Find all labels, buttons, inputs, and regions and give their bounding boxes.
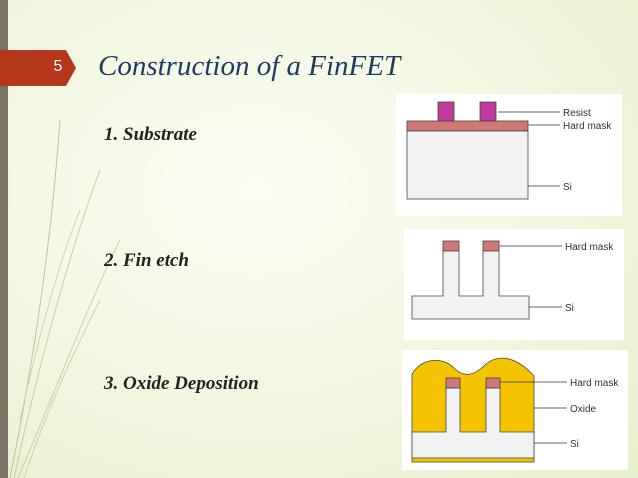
figure-fin-etch: Hard mask Si	[404, 229, 624, 340]
slide-title: Construction of a FinFET	[98, 50, 401, 82]
label-si: Si	[563, 182, 572, 193]
label-hard-mask: Hard mask	[563, 121, 612, 132]
silicon-substrate	[406, 130, 529, 200]
silicon-fins	[411, 387, 535, 459]
silicon-fins	[411, 250, 530, 320]
step-substrate: 1. Substrate	[104, 124, 197, 145]
left-accent-bar	[0, 0, 8, 478]
step-fin-etch: 2. Fin etch	[104, 250, 189, 271]
hard-mask-right	[485, 377, 501, 389]
hard-mask-layer	[406, 120, 529, 132]
label-hard-mask: Hard mask	[565, 242, 614, 253]
label-resist: Resist	[563, 108, 591, 119]
slide-number-tab	[0, 50, 76, 86]
slide-number: 5	[53, 58, 63, 75]
resist-block-right	[479, 101, 497, 122]
hard-mask-right	[482, 240, 500, 252]
figure-substrate: Resist Hard mask Si	[396, 94, 622, 216]
resist-block-left	[437, 101, 455, 122]
label-si: Si	[570, 439, 579, 450]
label-si: Si	[565, 303, 574, 314]
hard-mask-left	[445, 377, 461, 389]
figure-oxide-deposition: Hard mask Oxide Si	[402, 350, 628, 470]
label-hard-mask: Hard mask	[570, 378, 619, 389]
hard-mask-left	[442, 240, 460, 252]
step-oxide-deposition: 3. Oxide Deposition	[104, 373, 259, 394]
label-oxide: Oxide	[570, 404, 597, 415]
